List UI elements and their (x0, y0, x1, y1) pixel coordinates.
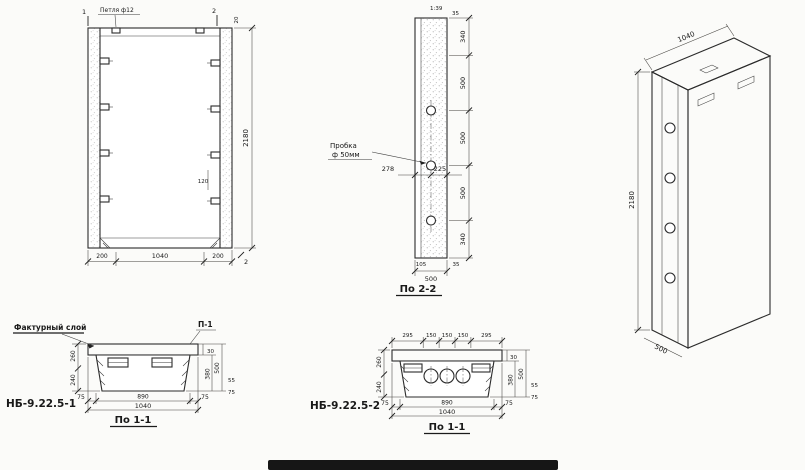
dim-30-b: 30 (510, 355, 517, 361)
loop-note: Петля ф12 (100, 7, 134, 14)
slope-note: 1:39 (430, 6, 443, 12)
left-chain-b: 260 240 (376, 346, 404, 401)
designation-b: НБ-9.22.5-2 (310, 400, 380, 412)
section-mark-2-bottom: 2 (244, 258, 248, 266)
dim-380-a: 380 (205, 368, 212, 380)
dim-75-right-b: 75 (505, 400, 513, 407)
dim-260-a: 260 (70, 350, 77, 362)
dim-340-top: 340 (459, 30, 467, 42)
iso-dim-width: 1040 (676, 30, 696, 44)
plug-holes (425, 100, 437, 232)
dim-75-left-b: 75 (381, 400, 389, 407)
dim-500-b2: 500 (518, 368, 525, 380)
bottom-chain-b: 75 890 75 1040 (381, 363, 513, 420)
dim-75-b: 75 (531, 395, 538, 401)
dim-75-left-a: 75 (77, 394, 85, 401)
dim-500-c: 500 (459, 187, 467, 199)
dim-150-c: 150 (458, 333, 469, 339)
dim-500-b: 500 (459, 132, 467, 144)
dim-height: 2180 (242, 129, 250, 147)
dim-278: 278 (382, 165, 394, 173)
plug-label-line1: Пробка (330, 142, 357, 150)
section-1-1-a-view: Фактурный слой П-1 260 240 30 380 (6, 320, 235, 428)
iso-dim-depth: 500 (653, 343, 669, 356)
dim-30-a: 30 (207, 349, 214, 355)
bottom-chain-a: 75 890 75 1040 (77, 357, 209, 414)
section-1-1-b-title: По 1-1 (429, 422, 466, 433)
section-1-1-a-title: По 1-1 (115, 415, 152, 426)
right-chain-a: 30 380 500 55 75 (186, 343, 235, 396)
dim-75-right-a: 75 (201, 394, 209, 401)
void-circles-b (423, 366, 471, 386)
facing-layer-label: Фактурный слой (14, 323, 86, 332)
end-hatch-a (96, 359, 190, 386)
dim-295-left: 295 (402, 333, 413, 339)
facing-leader-arrow (87, 344, 94, 349)
lifting-loop-left (111, 27, 121, 34)
dim-55-b: 55 (531, 383, 538, 389)
dim-240-b: 240 (376, 381, 383, 393)
dim-75-a: 75 (228, 390, 235, 396)
right-chain-b: 30 380 500 55 75 (490, 349, 538, 401)
plug-label-line2: ф 50мм (332, 151, 360, 159)
facing-layer-b (391, 349, 503, 362)
dim-260-b: 260 (376, 356, 383, 368)
front-elevation-view: Петля ф12 1 2 2 20 120 2180 (82, 7, 256, 266)
section-2-2-title: По 2-2 (400, 284, 437, 295)
dim-120: 120 (198, 179, 209, 185)
facing-layer-a (87, 343, 199, 356)
dim-500-bottom: 500 (425, 275, 437, 283)
dim-1040-a: 1040 (135, 402, 152, 410)
iso-recesses (697, 64, 755, 107)
width-dimension: 200 1040 200 (84, 250, 236, 266)
panel-outline (87, 27, 233, 249)
dim-width: 1040 (152, 252, 169, 260)
front-face (687, 55, 771, 349)
dim-890-b: 890 (441, 400, 453, 407)
dim-55-a: 55 (228, 378, 235, 384)
section-mark-1: 1 (82, 8, 86, 16)
dim-20: 20 (234, 16, 240, 23)
dim-225: 225 (434, 165, 446, 173)
dim-340-bottom: 340 (459, 233, 467, 245)
dim-380-b: 380 (508, 374, 515, 386)
lifting-loop-right (195, 27, 205, 34)
dim-105: 105 (416, 262, 427, 268)
bottom-bar (268, 460, 558, 470)
top-chain-b: 295 150 150 150 295 (388, 333, 506, 348)
top-face (650, 37, 772, 91)
height-dimension: 2180 (234, 24, 256, 252)
designation-a: НБ-9.22.5-1 (6, 398, 76, 410)
detail-mark-p1: П-1 (198, 320, 213, 329)
bottom-dimension: 105 35 500 (411, 260, 460, 283)
dim-150-b: 150 (442, 333, 453, 339)
left-rib-texture (88, 28, 100, 248)
section-2-2-view: Пробка ф 50мм 1:39 35 278 225 (328, 6, 473, 297)
isometric-view: 1040 2180 500 (628, 23, 772, 358)
iso-plug-holes (664, 122, 676, 284)
dim-500-a: 500 (459, 77, 467, 89)
connection-tabs (99, 57, 221, 205)
dim-240-a: 240 (70, 374, 77, 386)
dim-150-a: 150 (426, 333, 437, 339)
section-mark-2-top: 2 (212, 7, 216, 15)
dim-1040-b: 1040 (439, 408, 456, 416)
right-dimension-chain: 340 500 500 500 340 (449, 14, 473, 262)
section-1-1-b-view: 295 150 150 150 295 (310, 333, 538, 435)
side-face (651, 71, 689, 349)
top-dim-35: 35 (452, 11, 459, 17)
corner-hatch (99, 237, 221, 249)
dim-200-left: 200 (96, 253, 108, 260)
right-rib-texture (220, 28, 232, 248)
dim-35-bottom: 35 (453, 262, 460, 268)
dim-890-a: 890 (137, 394, 149, 401)
dim-200-right: 200 (212, 253, 224, 260)
dim-295-right: 295 (481, 333, 492, 339)
leader-arrow (419, 160, 426, 165)
dim-500-a2: 500 (214, 362, 221, 374)
iso-dim-height: 2180 (628, 191, 636, 209)
left-chain-a: 260 240 (70, 340, 100, 395)
